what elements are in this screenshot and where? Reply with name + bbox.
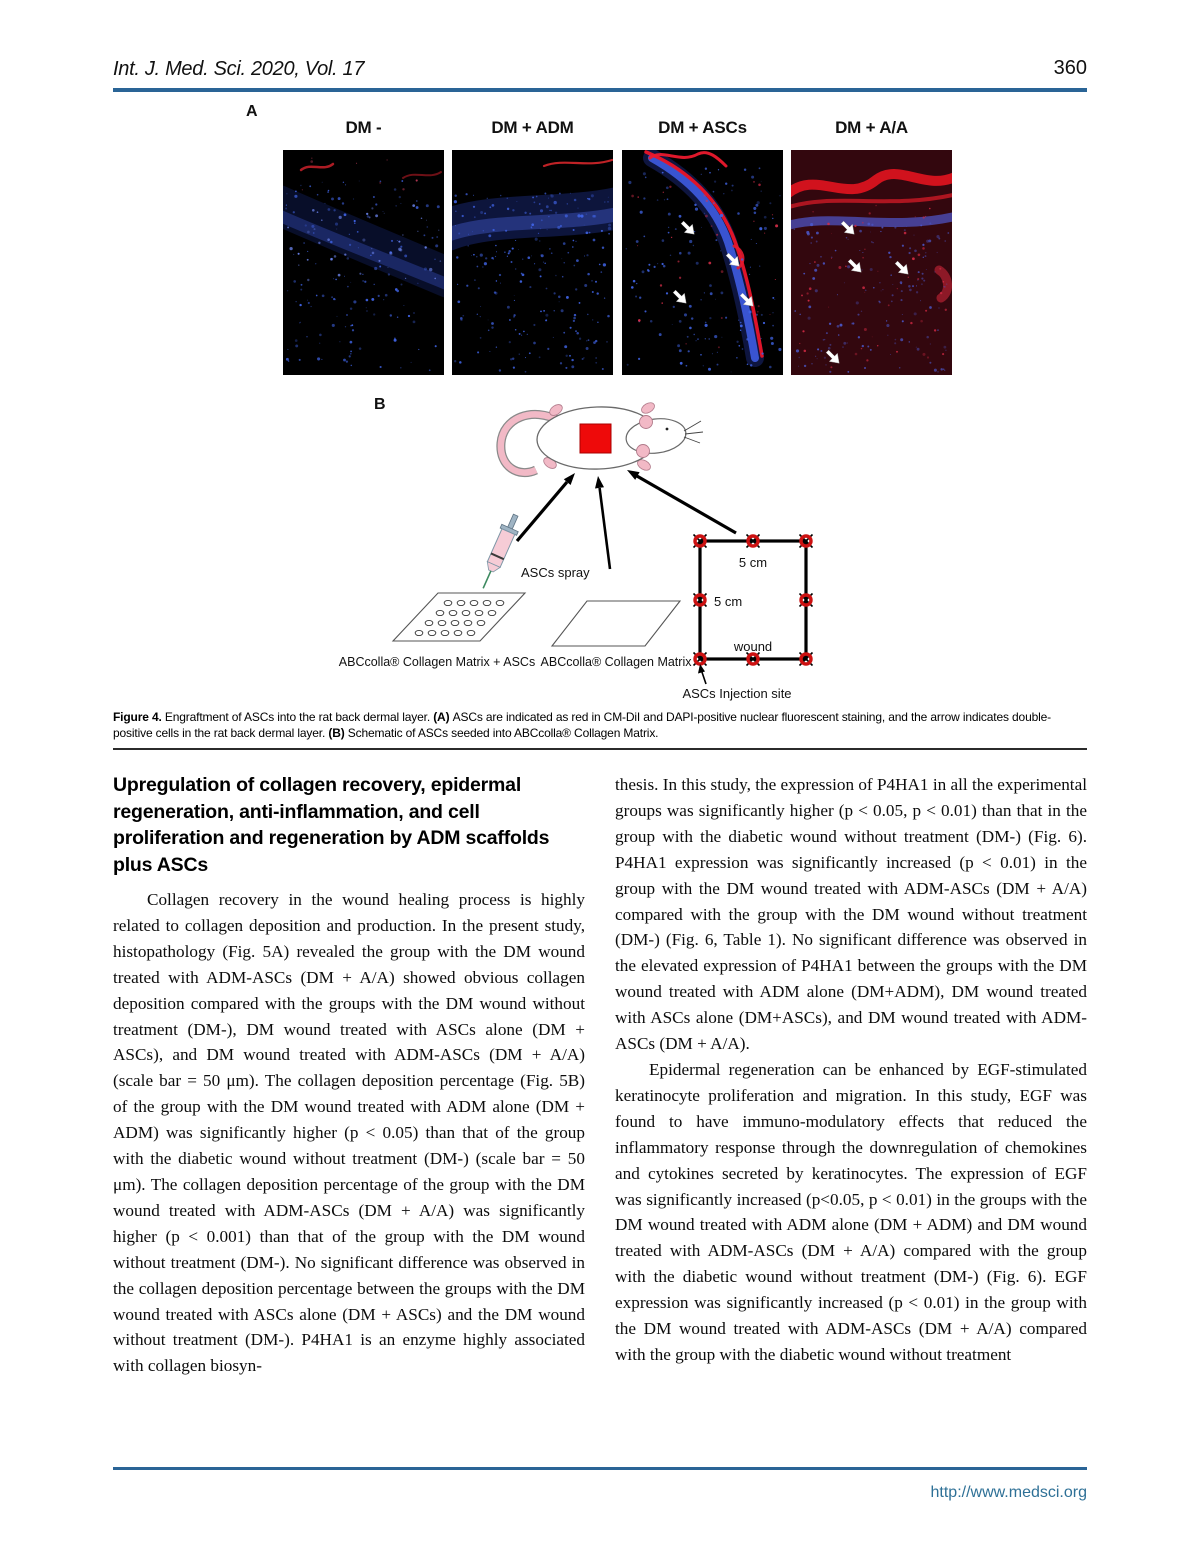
- matrix-plain: [550, 600, 682, 647]
- figure-panel-a-label: A: [246, 103, 258, 120]
- syringe-icon: [482, 513, 519, 589]
- matrix-ascs-label: ABCcolla® Collagen Matrix + ASCs: [339, 655, 535, 669]
- article-body: Upregulation of collagen recovery, epide…: [113, 772, 1087, 1379]
- micrograph-dm-aa: [791, 150, 952, 375]
- double-positive-cell-arrow: [739, 292, 754, 307]
- body-paragraph: thesis. In this study, the expression of…: [615, 775, 1087, 1054]
- journal-url-link[interactable]: http://www.medsci.org: [930, 1484, 1088, 1501]
- micrograph-label-dm-ascs: DM + ASCs: [658, 118, 747, 137]
- injection-site-marker: [798, 592, 814, 608]
- injection-site-marker: [692, 592, 708, 608]
- header-rule: [113, 88, 1087, 92]
- micrograph-dm-ascs: [622, 150, 783, 375]
- body-paragraph: Epidermal regeneration can be enhanced b…: [615, 1059, 1087, 1364]
- double-positive-cell-arrow: [894, 260, 909, 275]
- micrograph-dm-minus: [283, 150, 444, 375]
- figure-caption: Figure 4. Engraftment of ASCs into the r…: [113, 710, 1052, 740]
- double-positive-cell-arrow: [725, 252, 740, 267]
- matrix-label: ABCcolla® Collagen Matrix: [541, 655, 693, 669]
- double-positive-cell-arrow: [672, 289, 687, 304]
- rat-drawing: [496, 402, 704, 478]
- injection-site-label: ASCs Injection site: [682, 686, 791, 701]
- double-positive-cell-arrow: [825, 349, 840, 364]
- schematic-panel-b: ASCs spray ABCcolla® Collagen Matrix + A…: [339, 402, 814, 701]
- double-positive-cell-arrow: [840, 220, 855, 235]
- micrograph-label-dm-adm: DM + ADM: [491, 118, 574, 137]
- double-positive-cell-arrow: [680, 220, 695, 235]
- journal-title: Int. J. Med. Sci. 2020, Vol. 17: [113, 58, 365, 80]
- body-paragraph: Collagen recovery in the wound healing p…: [113, 890, 585, 1376]
- schematic-arrows: [515, 470, 737, 570]
- matrix-with-ascs: [391, 592, 527, 642]
- left-column: Upregulation of collagen recovery, epide…: [113, 772, 585, 1379]
- right-column: thesis. In this study, the expression of…: [615, 772, 1087, 1379]
- rat-whiskers: [683, 420, 704, 444]
- caption-rule: [113, 748, 1087, 750]
- wound-label: wound: [733, 639, 772, 654]
- injection-site-marker: [745, 533, 761, 549]
- figure-panel-b-label: B: [374, 396, 386, 413]
- injection-site-marker: [692, 533, 708, 549]
- rat-wound-square: [579, 423, 612, 454]
- micrograph-label-dm-aa: DM + A/A: [835, 118, 908, 137]
- micrograph-dm-adm: [452, 150, 613, 375]
- injection-site-marker: [692, 651, 708, 667]
- section-heading: Upregulation of collagen recovery, epide…: [113, 774, 550, 876]
- injection-site-marker: [745, 651, 761, 667]
- double-positive-cell-arrow: [847, 258, 862, 273]
- wound-side-dimension: 5 cm: [714, 594, 742, 609]
- rat-ear: [636, 444, 650, 458]
- micrograph-label-dm-minus: DM -: [345, 118, 382, 137]
- injection-site-marker: [798, 533, 814, 549]
- left-column-text: Collagen recovery in the wound healing p…: [113, 887, 585, 1379]
- wound-top-dimension: 5 cm: [739, 555, 767, 570]
- right-column-text: thesis. In this study, the expression of…: [615, 772, 1087, 1368]
- spray-label: ASCs spray: [521, 565, 590, 580]
- injection-site-marker: [798, 651, 814, 667]
- rat-tail: [497, 411, 562, 476]
- rat-ear: [639, 415, 653, 429]
- wound-diagram: 5 cm 5 cm wound ASCs Injection site: [682, 533, 814, 701]
- page-number: 360: [1053, 57, 1087, 79]
- footer-rule: [113, 1467, 1087, 1470]
